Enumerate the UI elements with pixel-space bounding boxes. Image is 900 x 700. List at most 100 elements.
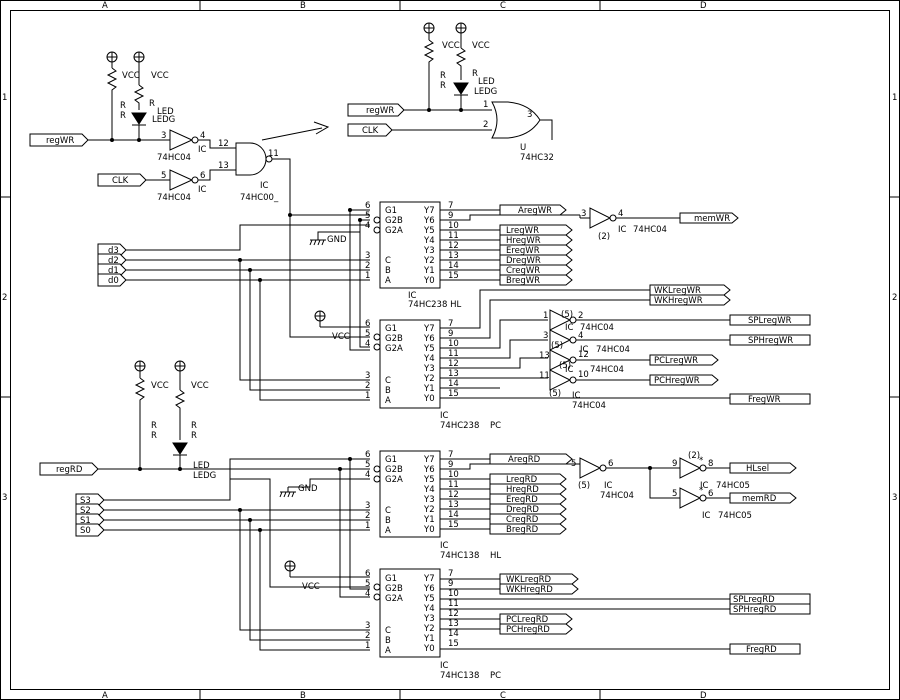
input-port-clk[interactable] [97,173,147,187]
output-port-splregwr[interactable]: SPLregWR [729,314,811,326]
output-port-lregrd[interactable]: LregRD [489,473,567,485]
output-port-fregwr[interactable]: FregWR [729,393,811,405]
resistor-label: R [149,99,155,109]
input-port-regwr[interactable] [29,133,89,147]
pin-label: Y6 [423,584,435,594]
output-port-dregrd[interactable]: DregRD [489,503,567,515]
pin-number: 6 [365,450,370,460]
output-port-wkhregrd[interactable]: WKHregRD [499,583,579,595]
led-label: LED [478,77,495,87]
vcc-label: VCC [151,381,169,391]
pin-number: 15 [448,639,459,649]
resistor-label: R [191,431,197,441]
output-port-wklregrd[interactable]: WKLregRD [499,573,579,585]
pin-label: Y7 [423,574,435,584]
pin-number: 1 [365,521,370,531]
input-port-regwr-2[interactable] [347,103,405,117]
pin-number: 3 [161,131,166,141]
output-port-wklregwr[interactable]: WKLregWR [649,284,731,296]
output-port-label: BregWR [506,276,540,286]
output-port-memwr[interactable]: memWR [679,212,739,224]
pin-number: (5) [559,361,571,371]
ic-part-label: 74HC138 [440,551,479,561]
row-label: 2 [892,293,897,303]
row-label: 3 [892,493,897,503]
input-port-label: S2 [80,506,91,516]
output-port-pclregrd[interactable]: PCLregRD [499,613,573,625]
pin-number: 10 [448,589,459,599]
pin-label: Y3 [423,364,435,374]
output-port-cregrd[interactable]: CregRD [489,513,567,525]
output-port-label: AregWR [518,206,552,216]
pin-label: Y1 [423,634,435,644]
output-port-label: LregRD [506,475,538,485]
output-port-dregwr[interactable]: DregWR [499,254,573,266]
output-port-label: DregWR [506,256,541,266]
output-port-eregrd[interactable]: EregRD [489,493,567,505]
output-port-lregwr[interactable]: LregWR [499,224,573,236]
resistor-symbol [134,377,146,469]
output-port-hregwr[interactable]: HregWR [499,234,573,246]
output-port-bregwr[interactable]: BregWR [499,274,573,286]
input-port-s0[interactable]: S0 [75,523,105,537]
output-port-sphregrd[interactable]: SPHregRD [729,603,811,615]
pin-label: Y4 [423,604,435,614]
pin-number: 11 [448,231,459,241]
pin-number: 10 [448,470,459,480]
pin-number: 14 [448,510,459,520]
pin-number: 3 [365,501,370,511]
pin-label: Y7 [423,324,435,334]
input-port-d0[interactable]: d0 [97,273,127,287]
ic-label: IC [580,345,589,355]
output-port-hlsel[interactable]: HLsel [729,462,797,474]
output-port-wkhregwr[interactable]: WKHregWR [649,294,731,306]
pin-number: * [699,486,703,496]
output-port-splregrd[interactable]: SPLregRD [729,593,811,605]
pin-number: 3 [365,621,370,631]
ic-part-label: 74HC04 [572,401,606,411]
output-port-cregwr[interactable]: CregWR [499,264,573,276]
output-port-pchregwr[interactable]: PCHregWR [649,374,719,386]
resistor-symbol [423,39,435,110]
pin-number: 9 [672,459,677,469]
ground-symbol [279,487,296,498]
output-port-eregwr[interactable]: EregWR [499,244,573,256]
pin-number: 13 [448,369,459,379]
read-strobe-circuit: VCC VCC R R R R LED LEDG regRD GND [39,360,370,598]
pin-label: Y2 [423,624,435,634]
resistor-label: R [440,71,446,81]
pin-label: Y5 [423,594,435,604]
output-port-label: PCLregWR [654,356,698,366]
output-port-hregrd[interactable]: HregRD [489,483,567,495]
input-port-clk-2[interactable] [347,123,393,137]
output-port-sphregwr[interactable]: SPHregWR [729,334,811,346]
pin-label: Y6 [423,465,435,475]
vcc-symbol [455,22,467,48]
pin-number: 6 [708,489,713,499]
pin-label: G1 [385,455,397,465]
output-port-bregrd[interactable]: BregRD [489,523,567,535]
column-label: C [500,691,506,700]
output-port-memrd[interactable]: memRD [729,492,797,504]
vcc-symbol [423,22,435,40]
input-port-label: CLK [362,126,379,136]
decoder-74hc138-pc: VCC G1 G2B G2A C B A Y7 Y6 Y5 Y4 Y3 Y2 Y… [269,560,730,681]
input-port-label: regWR [366,106,394,116]
pin-number: 15 [448,520,459,530]
input-port-regrd[interactable] [39,462,99,476]
pin-label: Y6 [423,216,435,226]
output-port-aregrd[interactable]: AregRD [489,453,573,465]
pin-number: 4 [365,470,370,480]
output-port-pclregwr[interactable]: PCLregWR [649,354,719,366]
ic-label: IC [408,291,417,301]
resistor-label: R [191,421,197,431]
pin-label: Y3 [423,614,435,624]
output-port-fregrd[interactable]: FregRD [729,643,801,655]
resistor-symbol [174,389,186,440]
pin-label: C [385,626,391,636]
pin-number: (5) [561,310,573,320]
output-port-pchregrd[interactable]: PCHregRD [499,623,573,635]
output-port-aregwr[interactable]: AregWR [499,204,567,216]
output-port-label: LregWR [506,226,539,236]
